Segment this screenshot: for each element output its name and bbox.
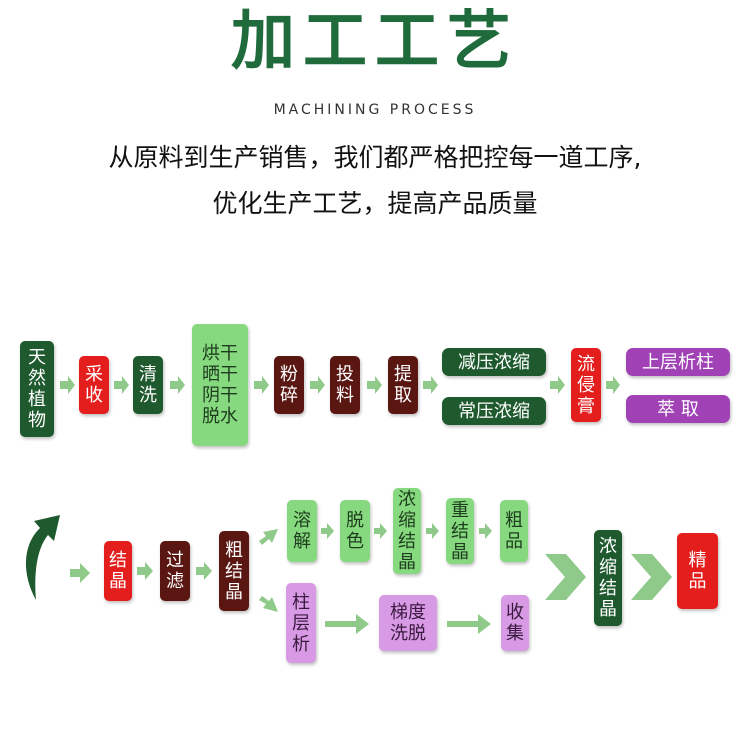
node-crude-crystal: 粗 结 晶 [219, 531, 249, 611]
arrow-18 [479, 523, 492, 539]
arrow-8 [550, 376, 565, 394]
node-normal-concentrate: 常压浓缩 [442, 397, 546, 425]
node-crush: 粉 碎 [274, 356, 304, 414]
arrow-13 [259, 529, 278, 545]
node-filter: 过 滤 [160, 541, 190, 601]
arrow-16 [374, 523, 387, 539]
arrow-7 [423, 376, 438, 394]
arrow-14 [259, 596, 278, 612]
node-extract: 提 取 [388, 356, 418, 414]
node-feed: 投 料 [330, 356, 360, 414]
node-refined-product: 精 品 [677, 533, 718, 609]
node-extract-paste: 流 侵 膏 [571, 348, 601, 422]
arrow-2 [114, 376, 129, 394]
node-vacuum-concentrate: 减压浓缩 [442, 348, 546, 376]
node-crystallize: 结 晶 [104, 541, 132, 601]
arrow-1 [60, 376, 75, 394]
description-line-2: 优化生产工艺，提高产品质量 [212, 189, 538, 218]
page-subtitle: MACHINING PROCESS [273, 102, 477, 118]
node-extraction: 萃 取 [626, 395, 730, 423]
node-natural-plants: 天 然 植 物 [20, 341, 54, 437]
node-collect: 收 集 [501, 595, 529, 651]
arrow-17 [426, 523, 439, 539]
page-title: 加工工艺 [231, 4, 519, 79]
arrow-6 [367, 376, 382, 394]
arrow-22 [631, 554, 672, 600]
arrow-15 [321, 523, 334, 539]
node-gradient-elute: 梯度 洗脱 [379, 595, 437, 651]
arrow-12 [196, 562, 212, 580]
arrow-20 [447, 614, 491, 634]
arrow-9 [606, 376, 620, 394]
arrow-19 [325, 614, 369, 634]
node-dissolve: 溶 解 [287, 500, 317, 562]
node-drying: 烘干 晒干 阴干 脱水 [192, 324, 248, 446]
node-harvest: 采 收 [79, 356, 109, 414]
arrow-4 [254, 376, 269, 394]
node-column: 上层析柱 [626, 348, 730, 376]
arrow-3 [170, 376, 185, 394]
node-decolor: 脱 色 [340, 500, 370, 562]
node-chromatography: 柱 层 析 [286, 583, 316, 663]
arrow-11 [137, 562, 153, 580]
arrow-5 [310, 376, 325, 394]
node-wash: 清 洗 [133, 356, 163, 414]
node-concentrate-crystal: 浓 缩 结 晶 [393, 488, 421, 574]
return-arrow [25, 515, 60, 600]
node-crude-product: 粗 品 [500, 500, 528, 562]
node-final-concentrate-crystal: 浓 缩 结 晶 [594, 530, 622, 626]
arrow-10 [70, 563, 90, 583]
arrow-21 [545, 554, 586, 600]
description-line-1: 从原料到生产销售，我们都严格把控每一道工序, [108, 143, 642, 172]
node-recrystallize: 重 结 晶 [446, 498, 474, 564]
